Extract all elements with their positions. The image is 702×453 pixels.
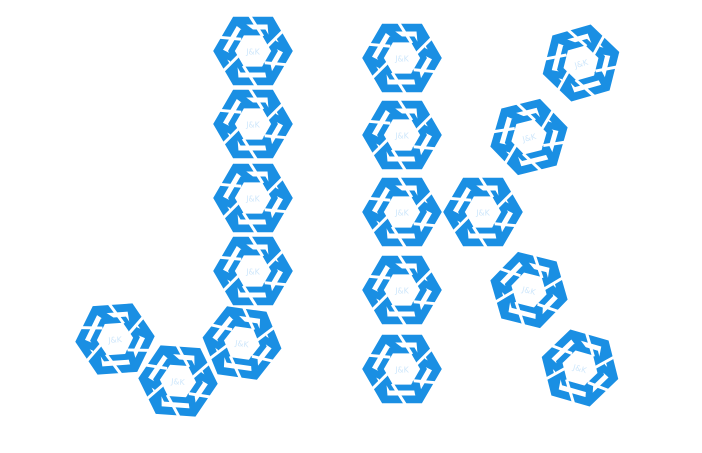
logo-caption: J&K [234, 338, 251, 349]
logo-caption: J&K [170, 377, 186, 387]
logo-caption: J&K [394, 286, 409, 295]
hexagon-logo-icon: J&K [362, 174, 442, 250]
hexagon-logo-icon: J&K [213, 13, 293, 89]
logo-caption: J&K [571, 362, 588, 375]
hexagon-logo-icon: J&K [362, 97, 442, 173]
logo-caption: J&K [394, 54, 409, 63]
letter-k-stem: J&K J&K J&K J&K J&K [362, 20, 442, 407]
hexagon-logo-icon: J&K [542, 24, 620, 102]
hexagon-logo-icon: J&K [362, 20, 442, 96]
hexagon-logo-icon: J&K [541, 329, 619, 407]
logo-caption: J&K [394, 365, 409, 374]
logo-caption: J&K [520, 285, 537, 297]
logo-caption: J&K [107, 335, 123, 345]
hexagon-logo-icon: J&K [202, 305, 282, 381]
logo-caption: J&K [245, 120, 260, 129]
hexagon-logo-icon: J&K [213, 233, 293, 309]
logo-caption: J&K [573, 58, 590, 71]
hexagon-logo-icon: J&K [213, 160, 293, 236]
hexagon-logo-icon: J&K [75, 302, 155, 376]
logo-caption: J&K [245, 194, 260, 203]
logo-caption: J&K [394, 131, 409, 140]
hexagon-logo-icon: J&K [490, 251, 568, 329]
logo-caption: J&K [394, 208, 409, 217]
hexagon-logo-icon: J&K [138, 343, 218, 419]
hexagon-logo-icon: J&K [443, 174, 523, 250]
logo-caption: J&K [521, 132, 538, 144]
hexagon-logo-icon: J&K [362, 252, 442, 328]
logo-caption: J&K [245, 47, 260, 56]
hexagon-logo-icon: J&K [490, 98, 568, 176]
logo-caption: J&K [245, 267, 260, 276]
letter-j: J&K J&K J&K J&K J&K J&K J&K [75, 13, 293, 419]
hexagon-logo-icon: J&K [213, 86, 293, 162]
letter-k-arms: J&K J&K J&K J&K J&K [443, 24, 620, 407]
logo-caption: J&K [475, 208, 490, 217]
hexagon-logo-icon: J&K [362, 331, 442, 407]
